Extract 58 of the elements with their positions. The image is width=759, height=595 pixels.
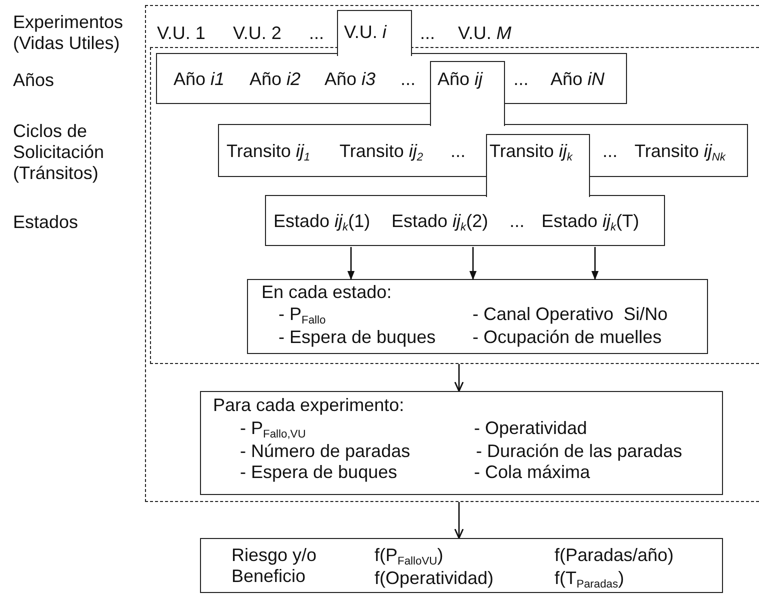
node-text: - Espera de buques xyxy=(240,462,398,483)
ellipsis: ... xyxy=(420,23,436,44)
arrow xyxy=(454,364,464,392)
row-heading: Años xyxy=(13,70,56,91)
node-text: Estado ij$_{k}$(T) xyxy=(542,210,640,232)
node-text: - Ocupación de muelles xyxy=(472,326,662,348)
node-text: - Espera de buques xyxy=(278,326,436,348)
node-text: ... xyxy=(514,68,529,90)
life-label: V.U. 1 xyxy=(157,23,206,44)
node-text: f(Operatividad) xyxy=(374,568,494,588)
process-box xyxy=(265,195,665,246)
node-text: f(T$_{Paradas}$) xyxy=(554,568,624,588)
node-text: Año iN xyxy=(550,68,605,90)
arrow xyxy=(469,247,477,280)
node-text: Año i3 xyxy=(324,68,376,90)
node-text: - Duración de las paradas xyxy=(476,441,682,462)
selected-item-box xyxy=(336,10,412,56)
arrow xyxy=(347,247,355,280)
node-text: Transito ij$_{k}$ xyxy=(490,140,572,162)
node-text: ... xyxy=(602,140,618,162)
selected-item-box xyxy=(430,61,505,126)
life-label: V.U. 2 xyxy=(233,23,282,44)
node-text: ... xyxy=(450,140,466,162)
node-text: En cada estado: xyxy=(262,282,392,302)
arrow xyxy=(454,502,464,539)
node-text: - P$_{Fallo,VU}$ xyxy=(240,418,306,439)
dashed-group-frame xyxy=(145,5,759,502)
node-text: Estado ij$_{k}$(1) xyxy=(274,210,370,232)
process-box xyxy=(247,279,708,354)
row-heading: Ciclos de Solicitación (Tránsitos) xyxy=(13,121,106,184)
life-label: V.U. M xyxy=(458,23,512,44)
node-text: - Cola máxima xyxy=(474,462,590,483)
ellipsis: ... xyxy=(309,23,326,44)
process-box xyxy=(200,390,722,494)
selected-item-box xyxy=(486,134,590,197)
node-text: - Número de paradas xyxy=(240,441,410,462)
node-text: Transito ij$_{1}$ xyxy=(226,140,310,162)
node-text: Riesgo y/o Beneficio xyxy=(232,544,318,586)
process-box xyxy=(200,538,723,593)
arrow xyxy=(591,247,599,280)
node-text: V.U. i xyxy=(344,22,386,43)
node-text: f(P$_{FalloVU}$) xyxy=(374,544,444,566)
node-text: - Operatividad xyxy=(474,418,588,439)
row-heading: Experimentos (Vidas Utiles) xyxy=(13,12,124,54)
node-text: Transito ij$_{2}$ xyxy=(340,140,424,162)
dashed-group-frame xyxy=(150,46,758,364)
node-text: Para cada experimento: xyxy=(213,395,404,416)
node-text: Año i2 xyxy=(250,68,301,90)
node-text: ... xyxy=(510,210,525,232)
node-text: Estado ij$_{k}$(2) xyxy=(392,210,488,232)
node-text: ... xyxy=(400,68,416,90)
node-text: - Canal Operativo Si/No xyxy=(472,304,668,324)
node-text: Año i1 xyxy=(174,68,225,90)
node-text: - P$_{Fallo}$ xyxy=(278,304,326,324)
row-heading: Estados xyxy=(13,212,80,233)
node-text: f(Paradas/año) xyxy=(554,544,674,566)
node-text: Transito ij$_{Nk}$ xyxy=(634,140,726,162)
node-text: Año ij xyxy=(438,68,483,90)
